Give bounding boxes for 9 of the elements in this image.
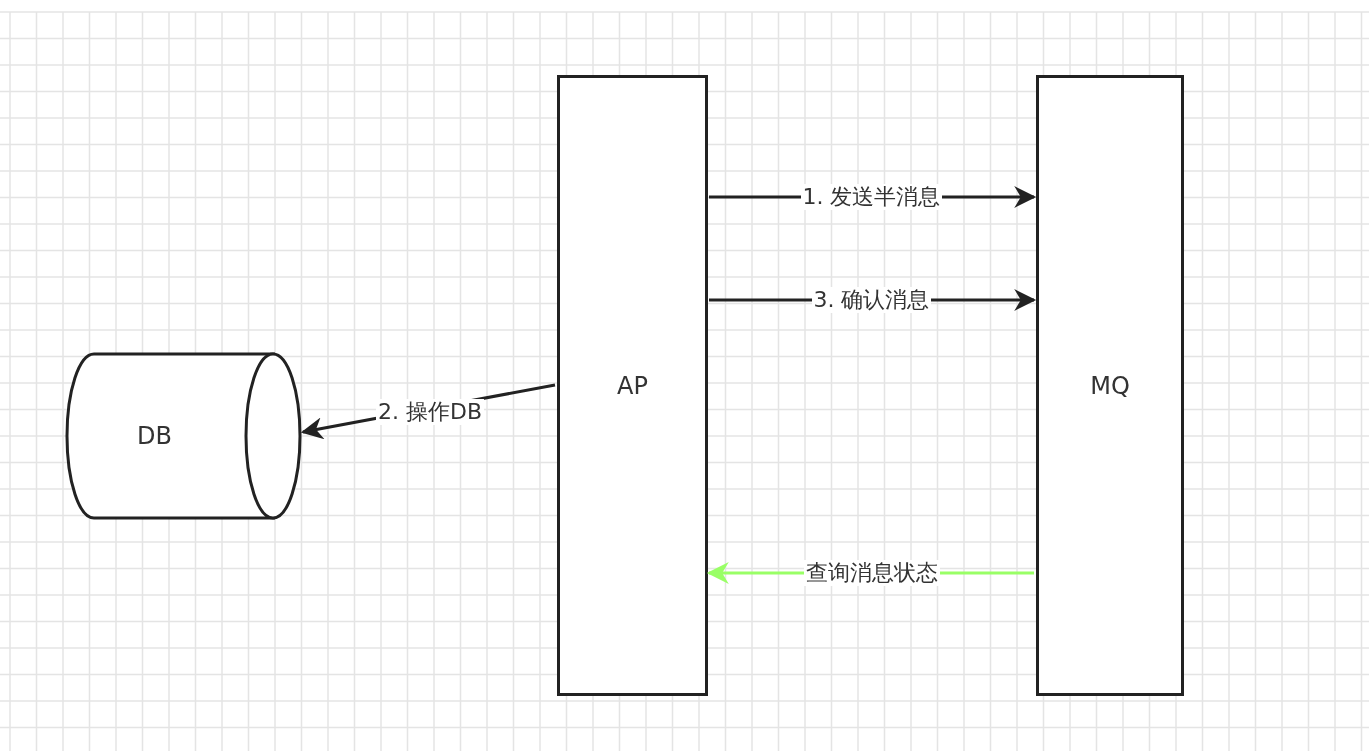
edge-label: 1. 发送半消息 (800, 184, 943, 210)
queue-box (1036, 75, 1184, 696)
edge-label: 3. 确认消息 (811, 287, 932, 313)
node-label: AP (617, 371, 648, 400)
node-label: MQ (1090, 371, 1130, 400)
edge-label: 2. 操作DB (376, 399, 484, 425)
application-box (557, 75, 708, 696)
node-label: DB (137, 422, 172, 450)
edge-label: 查询消息状态 (803, 560, 940, 586)
